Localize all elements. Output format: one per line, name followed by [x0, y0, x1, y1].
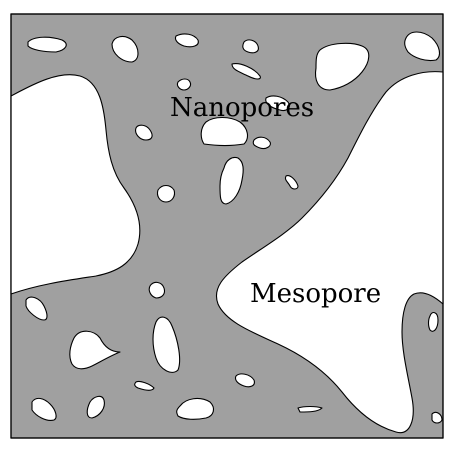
nanopore-1: [28, 37, 66, 52]
nanopore-12: [253, 137, 270, 148]
nanopore-16: [149, 282, 164, 298]
nanopore-26: [429, 313, 439, 332]
nanopore-15: [157, 186, 174, 203]
mesopore-label: Mesopore: [250, 279, 381, 309]
nanopores-label: Nanopores: [170, 93, 314, 123]
nanopore-8: [177, 79, 190, 90]
